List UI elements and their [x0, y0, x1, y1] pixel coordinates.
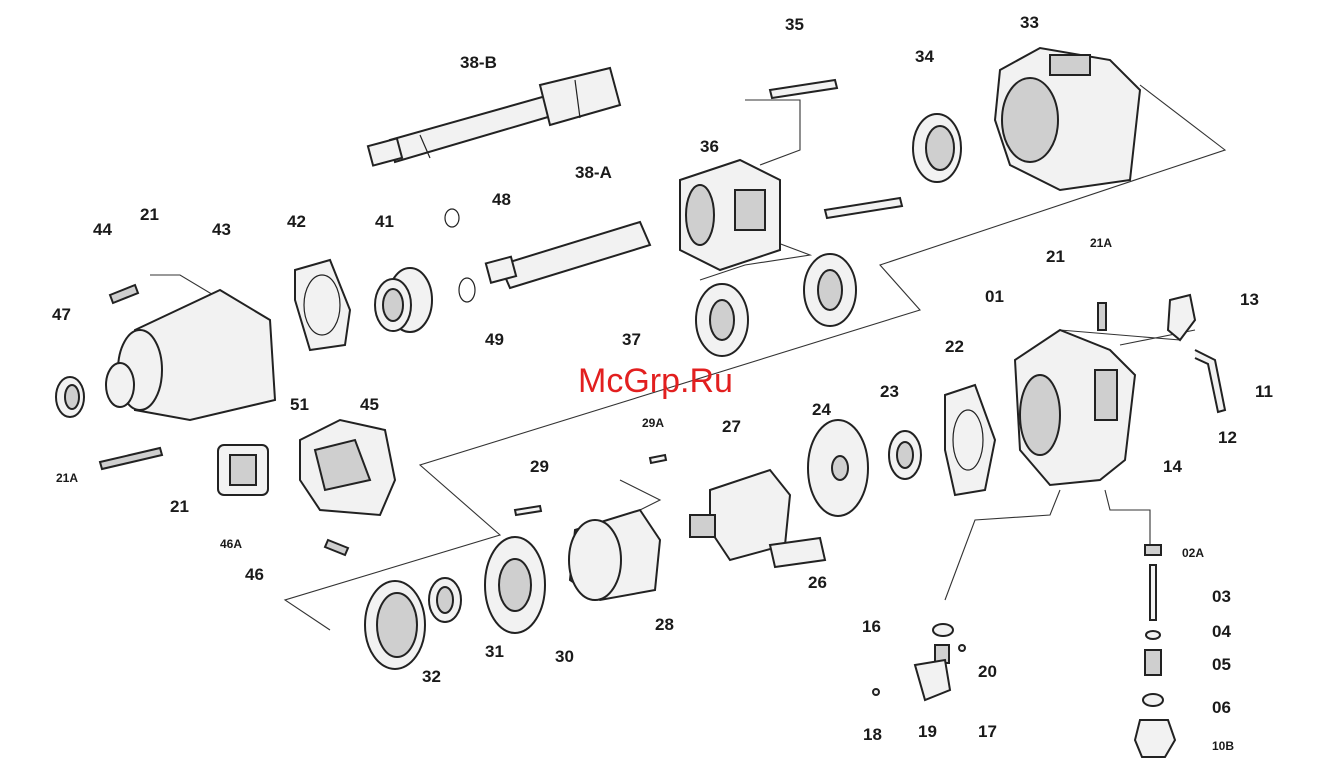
gasket-42	[295, 260, 350, 350]
label-21-left: 21	[170, 497, 189, 516]
label-21a-right: 21A	[1090, 236, 1112, 250]
label-03: 03	[1212, 587, 1231, 606]
label-23: 23	[880, 382, 899, 401]
throttle-valve-group	[873, 624, 965, 700]
label-33: 33	[1020, 13, 1039, 32]
gasket-32	[365, 581, 425, 669]
bearing-31	[429, 578, 461, 622]
label-37: 37	[622, 330, 641, 349]
label-46: 46	[245, 565, 264, 584]
label-13: 13	[1240, 290, 1259, 309]
hammer-case-43	[106, 290, 275, 420]
label-43: 43	[212, 220, 231, 239]
label-02a: 02A	[1182, 546, 1204, 560]
label-48: 48	[492, 190, 511, 209]
cylinder-28	[569, 510, 660, 600]
ring-49	[459, 278, 475, 302]
screw-44	[110, 285, 138, 303]
end-plate-24	[808, 420, 868, 516]
ring-48	[445, 209, 459, 227]
label-29a: 29A	[642, 416, 664, 430]
label-04: 04	[1212, 622, 1231, 641]
label-21-top: 21	[140, 205, 159, 224]
label-22: 22	[945, 337, 964, 356]
label-44: 44	[93, 220, 112, 239]
label-38b: 38-B	[460, 53, 497, 72]
seal-47	[56, 377, 84, 417]
label-35: 35	[785, 15, 804, 34]
label-01: 01	[985, 287, 1004, 306]
screw-46	[325, 540, 348, 555]
label-49: 49	[485, 330, 504, 349]
pin-29a	[650, 455, 666, 463]
label-38a: 38-A	[575, 163, 612, 182]
label-51: 51	[290, 395, 309, 414]
watermark-text: McGrp.Ru	[578, 362, 733, 400]
label-31: 31	[485, 642, 504, 661]
label-34: 34	[915, 47, 934, 66]
label-12: 12	[1218, 428, 1237, 447]
label-21-right: 21	[1046, 247, 1065, 266]
screw-21a-left	[100, 448, 162, 469]
cover-45	[300, 420, 395, 515]
label-24: 24	[812, 400, 831, 419]
label-46a: 46A	[220, 537, 242, 551]
label-06: 06	[1212, 698, 1231, 717]
label-47: 47	[52, 305, 71, 324]
label-10b: 10B	[1212, 739, 1234, 753]
pin-29	[515, 506, 541, 515]
label-17: 17	[978, 722, 997, 741]
front-housing-33	[995, 48, 1140, 190]
bearing-23	[889, 431, 921, 479]
label-19: 19	[918, 722, 937, 741]
bearing-34	[913, 114, 961, 182]
handle-11	[1195, 350, 1225, 412]
label-27: 27	[722, 417, 741, 436]
pin-35	[770, 80, 837, 98]
label-45: 45	[360, 395, 379, 414]
end-plate-30	[485, 537, 545, 633]
label-26: 26	[808, 573, 827, 592]
label-41: 41	[375, 212, 394, 231]
label-18: 18	[863, 725, 882, 744]
motor-housing-01	[1015, 330, 1135, 485]
lever-13	[1168, 295, 1195, 340]
hammer-cage-36	[680, 160, 902, 270]
label-05: 05	[1212, 655, 1231, 674]
bushing-41	[375, 268, 432, 332]
label-16: 16	[862, 617, 881, 636]
label-29: 29	[530, 457, 549, 476]
label-30: 30	[555, 647, 574, 666]
label-28: 28	[655, 615, 674, 634]
label-21a-left: 21A	[56, 471, 78, 485]
label-11: 11	[1255, 382, 1273, 401]
valve-stack	[1135, 545, 1175, 757]
label-20: 20	[978, 662, 997, 681]
screw-21a-right	[1098, 303, 1106, 330]
gasket-22	[945, 385, 995, 495]
label-36: 36	[700, 137, 719, 156]
label-32: 32	[422, 667, 441, 686]
label-42: 42	[287, 212, 306, 231]
label-14: 14	[1163, 457, 1182, 476]
gasket-51	[218, 445, 268, 495]
anvil-shaft-38b	[368, 68, 620, 166]
anvil-38a	[486, 222, 650, 288]
